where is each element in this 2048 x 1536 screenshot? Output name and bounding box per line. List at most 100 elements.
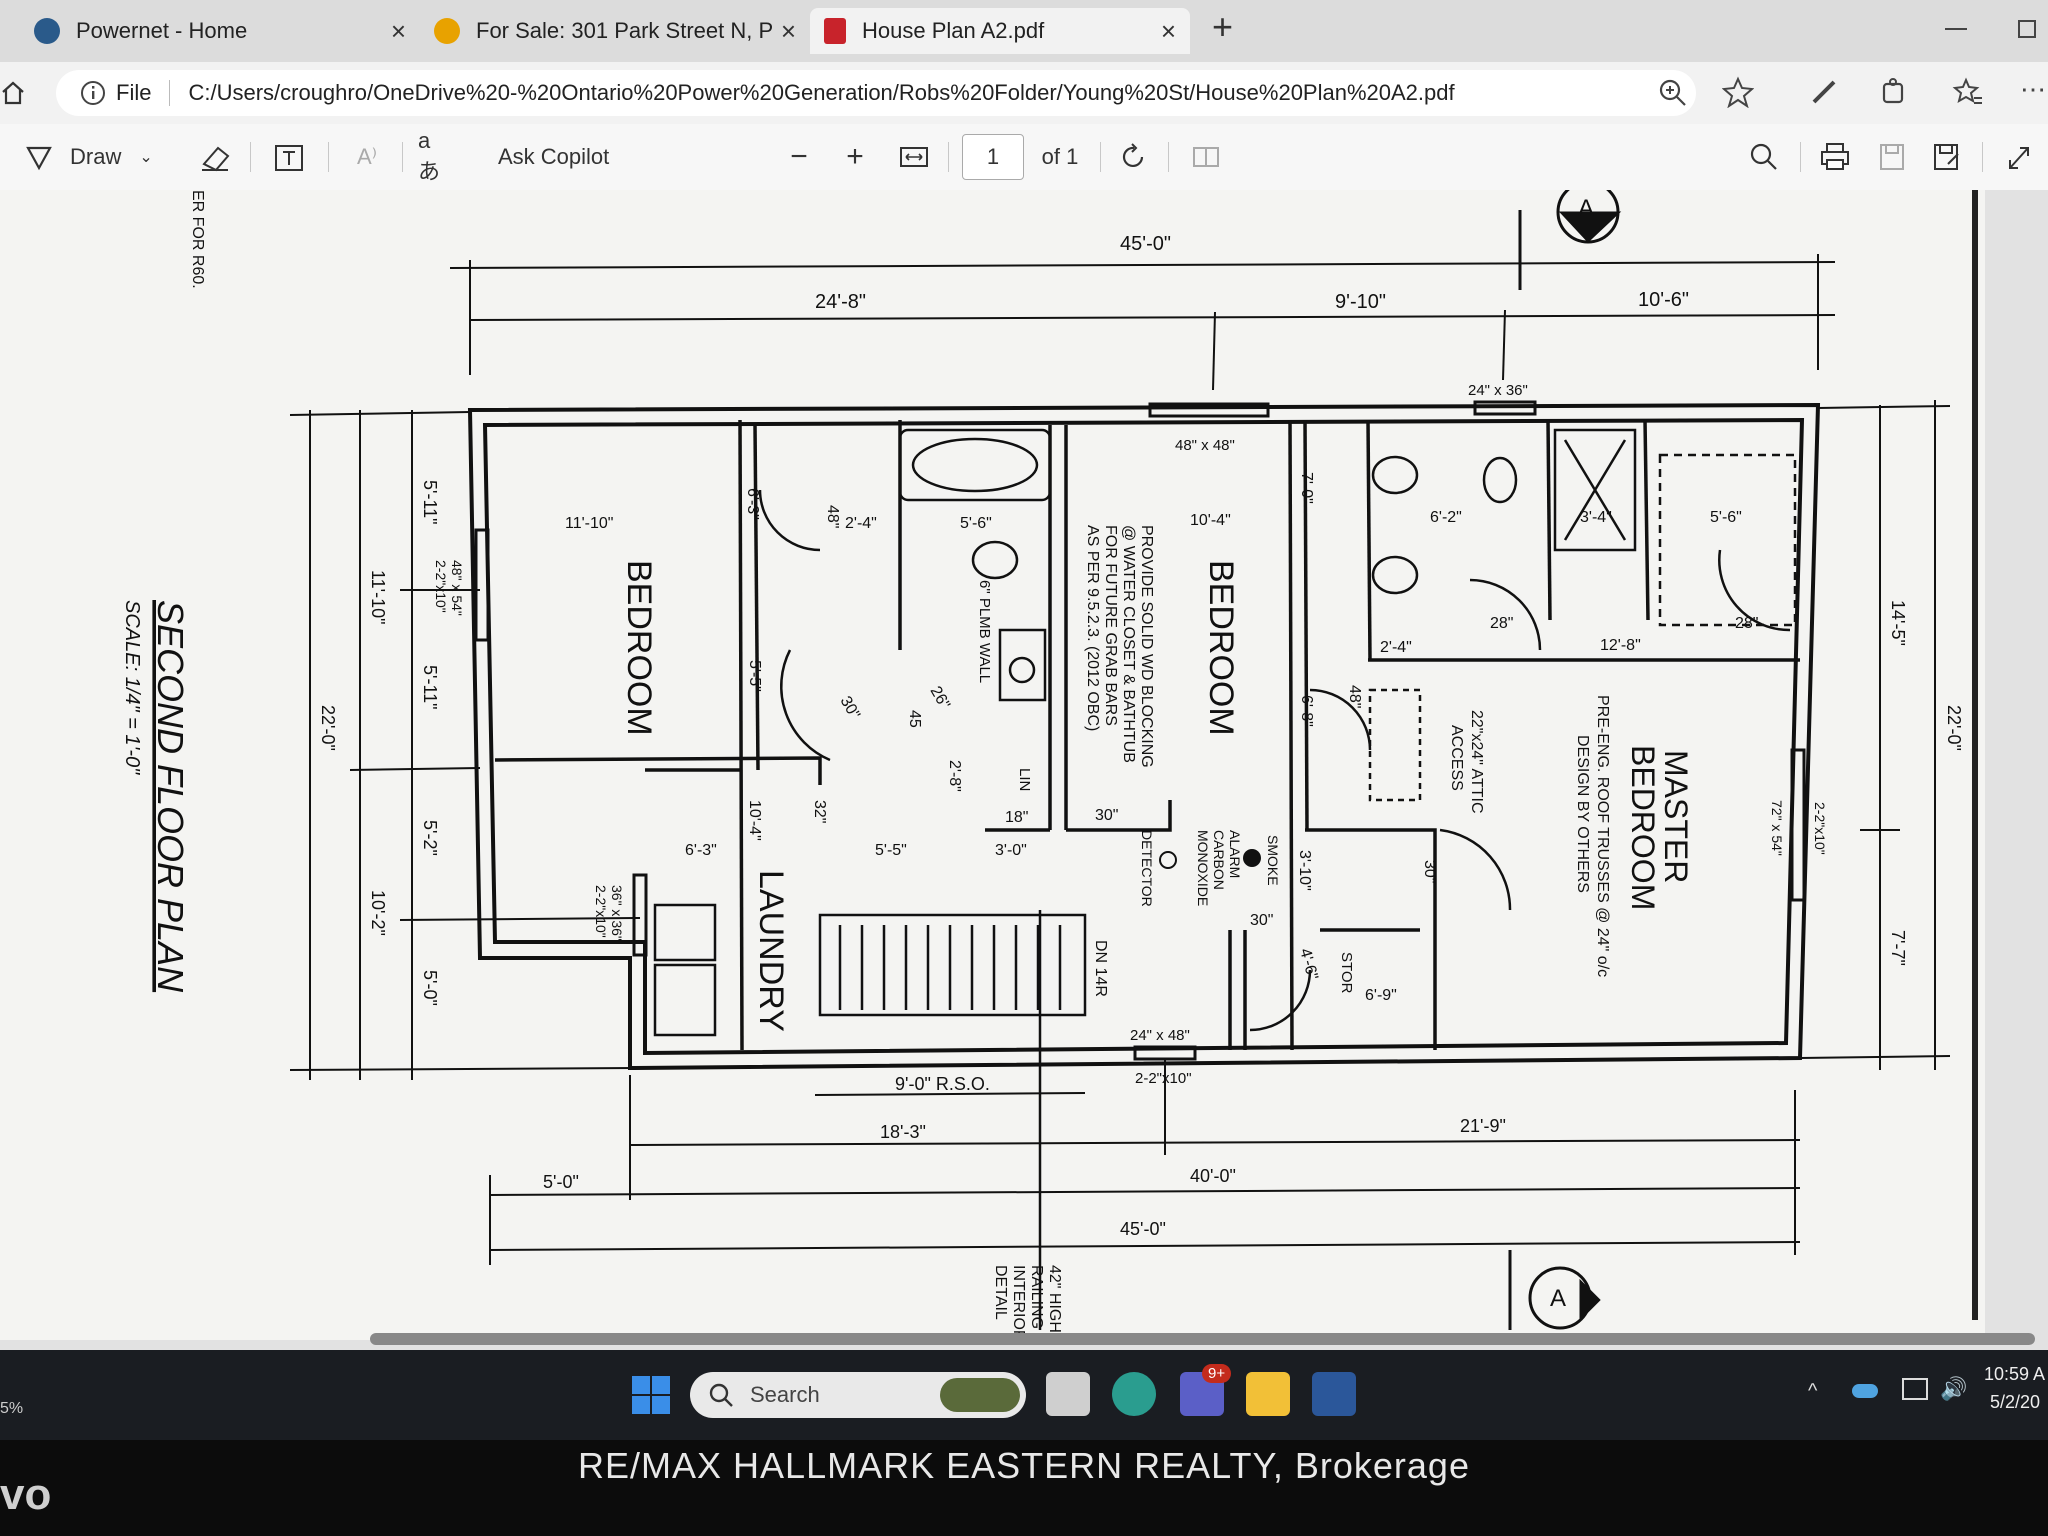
page-view-icon[interactable] [1190,124,1222,190]
zoom-in-button[interactable]: + [846,140,864,173]
interior-dim: 48" [824,505,841,528]
pdf-document-area[interactable]: SECOND FLOOR PLAN SCALE: 1/4" = 1'-0" ER… [0,180,2048,1350]
network-icon[interactable] [1902,1378,1928,1400]
dim-line-top-segments [469,314,1836,321]
interior-dim: 30" [837,694,863,723]
home-icon[interactable] [0,80,26,106]
interior-dim: 3'-10" [1296,850,1313,891]
interior-dim: 30" [1095,807,1118,824]
divider [948,142,949,172]
monitor-bezel [0,1440,2048,1536]
onedrive-icon[interactable] [1852,1384,1878,1398]
favorite-star-icon[interactable] [1722,76,1754,108]
collections-icon[interactable] [1952,76,1984,108]
interior-dim: 5'-6" [960,515,992,532]
edge-browser-icon[interactable] [1112,1372,1156,1416]
dim-left-b: 5'-11" [420,665,440,710]
plan-scale: SCALE: 1/4" = 1'-0" [121,600,143,775]
plan-title-block: SECOND FLOOR PLAN SCALE: 1/4" = 1'-0" ER… [121,190,206,993]
interior-dim: 3'-4" [1580,509,1612,526]
read-aloud-icon[interactable]: A⁾ [356,144,378,169]
interior-dim: 5'-5" [875,842,907,859]
clock-time[interactable]: 10:59 A [1984,1364,2046,1384]
info-icon[interactable] [80,80,106,106]
horizontal-scrollbar[interactable] [370,1333,2035,1345]
volume-icon[interactable]: 🔊 [1940,1376,1968,1401]
window-tag: 36" x 36" [609,885,625,941]
search-icon[interactable] [1748,124,1780,190]
tab-for-sale[interactable]: For Sale: 301 Park Street N, Peterb × [420,8,810,54]
room-label-master-2: BEDROOM [1625,745,1661,910]
window-tag: 48" x 48" [1175,437,1235,454]
note-blocking-4: AS PER 9.5.2.3. (2012 OBC) [1084,525,1101,731]
save-icon[interactable] [1876,124,1908,190]
url-text: C:/Users/croughro/OneDrive%20-%20Ontario… [188,80,1455,105]
note-attic-1: 22"x24" ATTIC [1468,710,1485,814]
edge-note: ER FOR R60. [189,190,206,289]
taskbar-search[interactable]: Search [690,1372,1026,1418]
interior-dim: 30" [1421,860,1438,883]
interior-dim: 28" [1490,615,1513,632]
dim-bottom-40: 40'-0" [1190,1166,1236,1186]
dim-bottom-rso: 9'-0" R.S.O. [895,1074,990,1094]
maximize-button[interactable] [2018,20,2036,38]
chevron-down-icon: ⌄ [139,149,153,166]
fit-width-icon[interactable] [898,124,930,190]
translate-icon[interactable]: aあ [418,128,441,184]
search-highlight-icon [940,1378,1020,1412]
extensions-icon[interactable] [1878,76,1910,108]
tab-close-icon[interactable]: × [1160,15,1176,46]
expand-icon[interactable] [2002,124,2034,190]
dim-left-upper: 11'-10" [368,570,388,625]
text-box-icon[interactable] [272,124,306,190]
minimize-button[interactable] [1945,28,1967,30]
dim-top-left: 24'-8" [815,291,866,313]
dim-right-upper: 14'-5" [1888,600,1908,646]
file-explorer-icon[interactable] [1246,1372,1290,1416]
dim-left-d: 5'-0" [420,970,440,1006]
dim-right-overall: 22'-0" [1944,705,1964,751]
note-alarm-2: ALARM [1227,830,1243,878]
window-tag: 2-2"x10" [433,560,449,613]
save-as-icon[interactable] [1930,124,1962,190]
eraser-icon[interactable] [198,124,232,190]
chevron-up-icon[interactable]: ^ [1808,1380,1818,1402]
window-tag: 2-2"x10" [1812,802,1828,855]
new-tab-button[interactable]: + [1212,6,1234,47]
windows-start-icon[interactable] [632,1376,670,1414]
tab-strip: Powernet - Home × For Sale: 301 Park Str… [0,0,2048,62]
dim-left-c: 5'-2" [420,820,440,856]
tab-close-icon[interactable]: × [780,15,796,46]
address-bar[interactable]: File C:/Users/croughro/OneDrive%20-%20On… [56,70,1696,116]
tab-close-icon[interactable]: × [390,15,406,46]
interior-dim: 28" [1735,615,1758,632]
tab-house-plan[interactable]: House Plan A2.pdf × [810,8,1190,54]
page-number-input[interactable]: 1 [962,134,1024,180]
note-alarm-5: DETECTOR [1139,830,1155,907]
more-menu-icon[interactable]: ⋯ [2020,74,2046,104]
room-label-master-1: MASTER [1658,750,1694,883]
task-view-icon[interactable] [1046,1372,1090,1416]
word-icon[interactable] [1312,1372,1356,1416]
room-label-bedroom-center: BEDROOM [1202,560,1240,736]
interior-dim: 18" [1005,809,1028,826]
note-blocking-2: @ WATER CLOSET & BATHTUB [1120,525,1137,763]
clock-date[interactable]: 5/2/20 [1990,1392,2041,1412]
draw-button[interactable]: Draw ⌄ [24,124,164,190]
tab-title: Powernet - Home [76,18,248,43]
pen-icon[interactable] [1808,76,1840,108]
dim-bottom-right: 21'-9" [1460,1116,1506,1136]
zoom-icon[interactable] [1658,78,1688,108]
zoom-out-button[interactable]: − [790,140,808,173]
tab-powernet[interactable]: Powernet - Home × [20,8,420,54]
search-icon [709,1383,733,1407]
ask-copilot-button[interactable]: Ask Copilot [498,144,610,169]
section-marker-bottom: A [1508,1250,1601,1330]
rotate-icon[interactable] [1118,124,1150,190]
interior-dim: 48" [1346,685,1363,708]
divider [250,142,251,172]
divider [402,142,403,172]
window-tag: 24" x 48" [1130,1027,1190,1044]
notification-badge: 9+ [1202,1364,1232,1383]
print-icon[interactable] [1818,124,1852,190]
